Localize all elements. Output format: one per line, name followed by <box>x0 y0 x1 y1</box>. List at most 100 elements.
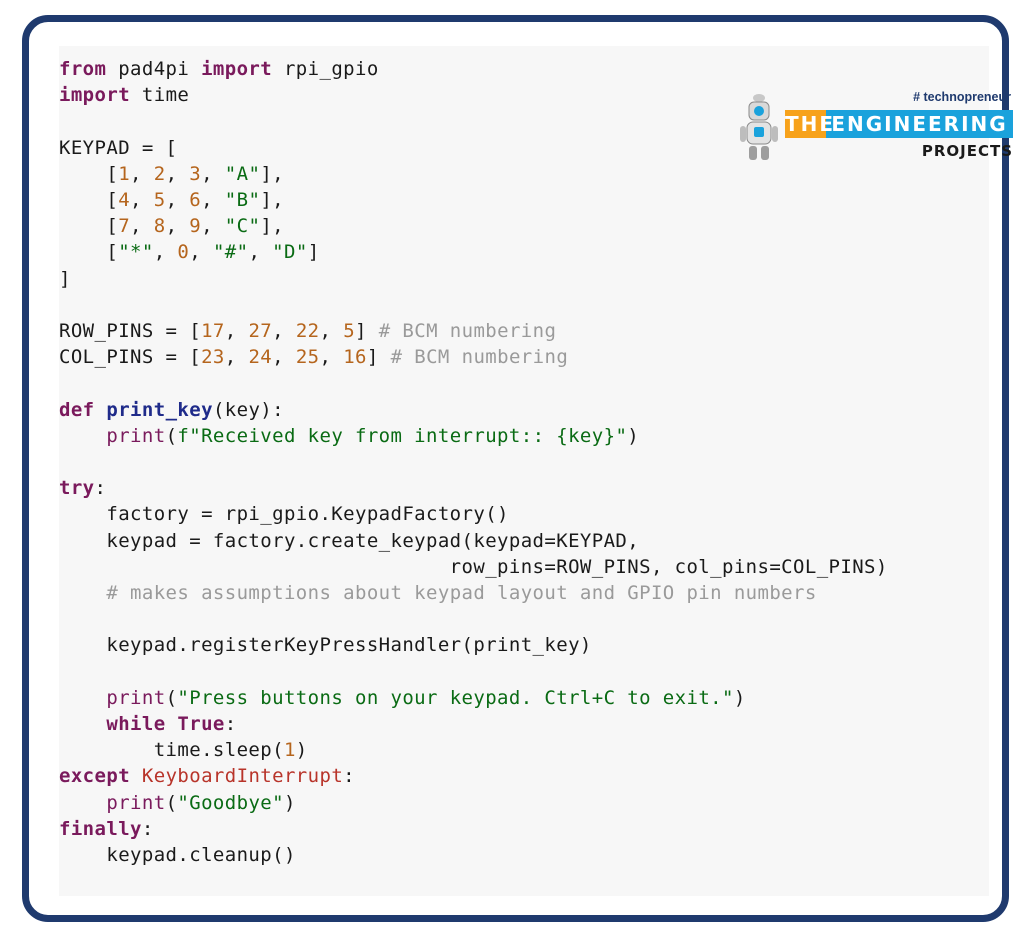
code-token: "*" <box>118 241 154 264</box>
code-token: : <box>343 765 355 788</box>
code-token: ] <box>366 346 391 369</box>
code-token <box>59 792 106 814</box>
code-token: 8 <box>153 215 166 238</box>
code-token: , <box>165 215 190 238</box>
code-token <box>166 713 178 735</box>
code-token: [ <box>59 189 119 212</box>
code-token: ) <box>627 424 640 447</box>
engineering-projects-logo: # technopreneur THE ENGINEERING PROJECTS <box>737 90 1017 164</box>
code-line: print(f"Received key from interrupt:: {k… <box>59 423 888 449</box>
code-token: "#" <box>212 241 249 264</box>
code-line <box>59 659 888 685</box>
code-token: rpi_gpio <box>272 58 379 80</box>
code-token: ) <box>283 791 296 814</box>
code-token: ( <box>165 791 178 814</box>
code-line <box>59 370 888 396</box>
code-token: , <box>201 189 225 212</box>
code-line <box>59 449 888 475</box>
code-token: , <box>189 241 213 264</box>
code-token: , <box>130 162 154 185</box>
code-token: [ <box>59 162 119 185</box>
code-line: # makes assumptions about keypad layout … <box>59 580 888 606</box>
code-token: ) <box>295 739 308 762</box>
code-token: 4 <box>118 189 131 212</box>
code-token: ( <box>165 686 178 709</box>
code-token: 22 <box>295 320 320 343</box>
code-token: , <box>319 346 344 369</box>
code-token: : <box>94 477 107 500</box>
code-line: factory = rpi_gpio.KeypadFactory() <box>59 501 888 527</box>
code-line: import time <box>59 82 888 108</box>
code-line: [1, 2, 3, "A"], <box>59 161 888 187</box>
code-line: [7, 8, 9, "C"], <box>59 213 888 239</box>
code-token: # makes assumptions about keypad layout … <box>106 582 817 605</box>
code-line: try: <box>59 475 888 501</box>
code-token: , <box>130 189 154 212</box>
code-token: True <box>177 713 225 736</box>
code-token: 24 <box>248 346 273 369</box>
code-token: pad4pi <box>106 58 202 80</box>
logo-banner: THE ENGINEERING <box>785 110 1013 138</box>
code-token: time.sleep( <box>59 739 284 762</box>
code-line: keypad = factory.create_keypad(keypad=KE… <box>59 528 888 554</box>
code-token: # BCM numbering <box>378 320 557 343</box>
code-line: keypad.registerKeyPressHandler(print_key… <box>59 632 888 658</box>
code-token: 2 <box>153 162 166 185</box>
code-token: : <box>141 817 154 840</box>
code-token <box>59 687 106 709</box>
logo-engineering-text: ENGINEERING <box>831 112 1008 136</box>
code-token: print <box>106 686 166 709</box>
code-line: row_pins=ROW_PINS, col_pins=COL_PINS) <box>59 554 888 580</box>
code-token: print_key <box>106 398 213 421</box>
code-line: [4, 5, 6, "B"], <box>59 187 888 213</box>
code-token: , <box>201 162 225 185</box>
code-token: try <box>59 477 95 500</box>
code-token: , <box>201 215 225 238</box>
code-token: f"Received key from interrupt:: {key}" <box>177 424 628 447</box>
code-token: import <box>201 58 273 80</box>
code-line: except KeyboardInterrupt: <box>59 763 888 789</box>
code-token: "Goodbye" <box>177 791 284 814</box>
code-token: , <box>153 241 178 264</box>
code-token: , <box>224 320 249 343</box>
code-line: ] <box>59 266 888 292</box>
code-token: , <box>130 215 154 238</box>
code-token: ) <box>733 686 746 709</box>
code-line: print("Goodbye") <box>59 790 888 816</box>
code-token: keypad.registerKeyPressHandler(print_key… <box>59 634 592 657</box>
code-token: print <box>106 791 166 814</box>
logo-projects-text: PROJECTS <box>921 142 1013 160</box>
code-token: 7 <box>118 215 131 238</box>
code-line: ["*", 0, "#", "D"] <box>59 239 888 265</box>
code-token: finally <box>59 817 142 840</box>
code-token: "A" <box>224 162 261 185</box>
logo-tagline: # technopreneur <box>913 90 1011 104</box>
code-token: while <box>106 713 166 736</box>
code-token: ], <box>260 162 285 185</box>
code-token: ], <box>260 215 285 238</box>
code-line <box>59 292 888 318</box>
code-line <box>59 606 888 632</box>
code-token: ROW_PINS = [ <box>59 320 202 343</box>
code-token: "Press buttons on your keypad. Ctrl+C to… <box>177 686 734 709</box>
code-token: , <box>272 346 296 369</box>
code-token: , <box>165 162 190 185</box>
code-token: [ <box>59 215 119 238</box>
code-token: def <box>59 398 95 421</box>
code-token: "D" <box>272 241 308 264</box>
code-line: finally: <box>59 816 888 842</box>
code-token: keypad = factory.create_keypad(keypad=KE… <box>59 529 640 552</box>
code-token: time <box>130 84 190 107</box>
code-token <box>59 582 106 604</box>
code-token: factory = rpi_gpio.KeypadFactory() <box>59 503 509 526</box>
code-token: 16 <box>343 346 367 369</box>
code-token: : <box>224 713 237 736</box>
code-token: ( <box>165 424 178 447</box>
code-token: KeyboardInterrupt <box>141 765 344 788</box>
code-line: KEYPAD = [ <box>59 135 888 161</box>
code-line: def print_key(key): <box>59 397 888 423</box>
code-token: "B" <box>224 189 261 212</box>
code-token: KEYPAD = [ <box>59 136 178 159</box>
code-line: COL_PINS = [23, 24, 25, 16] # BCM number… <box>59 344 888 370</box>
